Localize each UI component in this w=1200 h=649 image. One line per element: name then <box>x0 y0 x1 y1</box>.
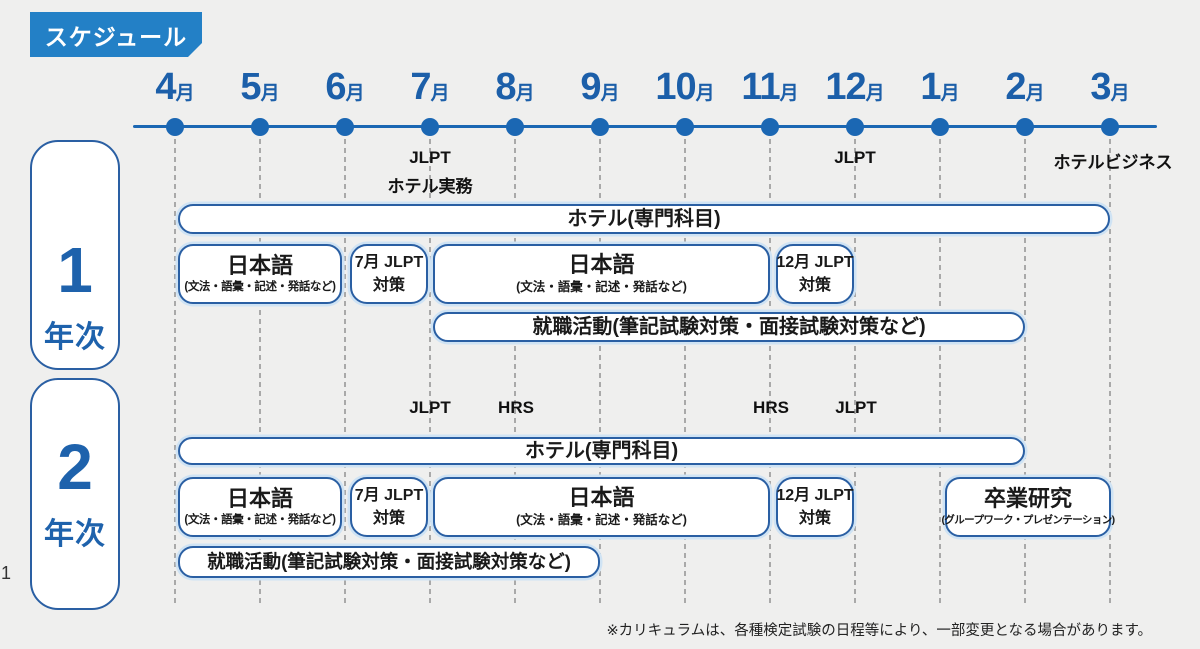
month-label: 8月 <box>470 66 560 109</box>
bar-jlpt-december-year2: 12月 JLPT 対策 <box>776 477 854 537</box>
month-number: 5 <box>240 66 261 108</box>
month-suffix: 月 <box>865 83 885 104</box>
footnote: ※カリキュラムは、各種検定試験の日程等により、一部変更となる場合があります。 <box>606 623 1152 639</box>
month-number: 8 <box>495 66 516 108</box>
month-number: 4 <box>155 66 176 108</box>
year1-number: 1 <box>57 234 93 306</box>
schedule-badge-label: スケジュール <box>44 23 188 50</box>
month-gridline <box>684 139 686 605</box>
bar-job-hunting-year2: 就職活動(筆記試験対策・面接試験対策など) <box>178 546 600 578</box>
month-gridline <box>854 139 856 605</box>
month-label: 10月 <box>640 66 730 109</box>
month-gridline <box>1024 139 1026 605</box>
month-gridline <box>769 139 771 605</box>
month-gridline <box>939 139 941 605</box>
bar-job-hunting-year1: 就職活動(筆記試験対策・面接試験対策など) <box>433 312 1025 342</box>
month-label: 11月 <box>725 66 815 109</box>
page-number: 1 <box>1 563 12 583</box>
month-gridline <box>259 139 261 605</box>
month-gridline <box>599 139 601 605</box>
month-dot <box>846 118 864 136</box>
month-suffix: 月 <box>345 83 365 104</box>
annotation-jlpt-july-year2: JLPT <box>409 398 451 417</box>
bar-japanese1-year2: 日本語 (文法・語彙・記述・発話など) <box>178 477 342 537</box>
month-label: 2月 <box>980 66 1070 109</box>
annotation-jlpt-december: JLPT <box>834 148 876 167</box>
month-suffix: 月 <box>430 83 450 104</box>
bar-hotel-year1: ホテル(専門科目) <box>178 204 1110 234</box>
bar-japanese2-year2: 日本語 (文法・語彙・記述・発話など) <box>433 477 770 537</box>
month-suffix: 月 <box>600 83 620 104</box>
bar-jlpt-july-year1: 7月 JLPT 対策 <box>350 244 428 304</box>
month-number: 10 <box>655 66 696 108</box>
month-label: 6月 <box>300 66 390 109</box>
month-label: 7月 <box>385 66 475 109</box>
annotation-jlpt-december-year2: JLPT <box>835 398 877 417</box>
year1-label: 年次 <box>44 321 106 354</box>
bar-jlpt-december-year1: 12月 JLPT 対策 <box>776 244 854 304</box>
month-label: 3月 <box>1065 66 1155 109</box>
bar-japanese2-year1: 日本語 (文法・語彙・記述・発話など) <box>433 244 770 304</box>
month-dot <box>166 118 184 136</box>
month-suffix: 月 <box>260 83 280 104</box>
month-dot <box>1101 118 1119 136</box>
month-number: 6 <box>325 66 346 108</box>
month-suffix: 月 <box>175 83 195 104</box>
annotation-hotel-practice: ホテル実務 <box>387 177 473 196</box>
month-label: 9月 <box>555 66 645 109</box>
month-number: 3 <box>1090 66 1111 108</box>
month-gridline <box>1109 139 1111 605</box>
annotation-hotel-business: ホテルビジネス <box>1053 153 1173 172</box>
year2-box: 2 年次 <box>30 378 120 610</box>
month-number: 12 <box>825 66 866 108</box>
month-gridline <box>174 139 176 605</box>
month-dot <box>761 118 779 136</box>
year2-number: 2 <box>57 431 93 503</box>
month-gridline <box>429 139 431 605</box>
month-label: 1月 <box>895 66 985 109</box>
month-dot <box>676 118 694 136</box>
month-dot <box>931 118 949 136</box>
month-number: 9 <box>580 66 601 108</box>
month-gridline <box>344 139 346 605</box>
bar-jlpt-july-year2: 7月 JLPT 対策 <box>350 477 428 537</box>
month-dot <box>336 118 354 136</box>
month-number: 2 <box>1005 66 1026 108</box>
month-number: 7 <box>410 66 431 108</box>
month-dot <box>1016 118 1034 136</box>
month-suffix: 月 <box>515 83 535 104</box>
month-gridline <box>514 139 516 605</box>
year1-box: 1 年次 <box>30 140 120 370</box>
month-dot <box>251 118 269 136</box>
year2-label: 年次 <box>44 518 106 551</box>
month-dot <box>421 118 439 136</box>
schedule-badge: スケジュール <box>30 12 202 57</box>
month-number: 1 <box>920 66 941 108</box>
month-suffix: 月 <box>1025 83 1045 104</box>
annotation-hrs-november-year2: HRS <box>753 398 789 417</box>
month-suffix: 月 <box>695 83 715 104</box>
month-dot <box>591 118 609 136</box>
month-number: 11 <box>741 66 780 108</box>
month-suffix: 月 <box>940 83 960 104</box>
month-label: 5月 <box>215 66 305 109</box>
month-label: 4月 <box>130 66 220 109</box>
month-suffix: 月 <box>1110 83 1130 104</box>
timeline-axis <box>133 125 1157 128</box>
month-label: 12月 <box>810 66 900 109</box>
bar-japanese1-year1: 日本語 (文法・語彙・記述・発話など) <box>178 244 342 304</box>
month-dot <box>506 118 524 136</box>
month-suffix: 月 <box>779 83 799 104</box>
annotation-jlpt-july: JLPT <box>409 148 451 167</box>
bar-graduation-year2: 卒業研究 (グループワーク・プレゼンテーション) <box>941 477 1115 537</box>
annotation-hrs-august-year2: HRS <box>498 398 534 417</box>
bar-hotel-year2: ホテル(専門科目) <box>178 437 1025 465</box>
